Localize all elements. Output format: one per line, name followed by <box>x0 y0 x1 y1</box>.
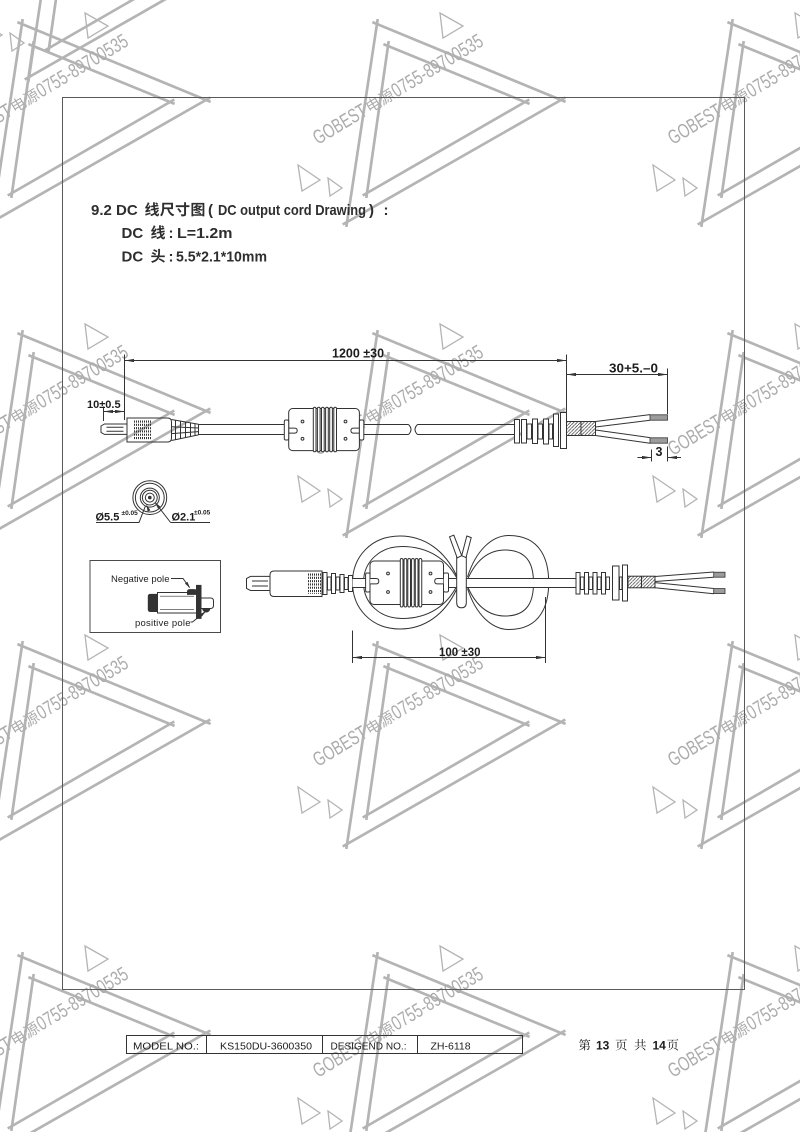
svg-text:L=1.2m: L=1.2m <box>177 225 233 242</box>
svg-text:5.5*2.1*10mm: 5.5*2.1*10mm <box>176 249 267 266</box>
svg-text:positive pole: positive pole <box>135 618 191 629</box>
svg-text:30+5.–0: 30+5.–0 <box>609 362 658 376</box>
svg-text:±0.05: ±0.05 <box>194 510 211 517</box>
svg-text:DESIGEND NO.:: DESIGEND NO.: <box>331 1041 407 1053</box>
svg-text:ZH-6118: ZH-6118 <box>431 1041 471 1053</box>
svg-text:DC: DC <box>122 249 144 266</box>
svg-text:DC output cord Drawing: DC output cord Drawing <box>218 202 366 219</box>
svg-text:Ø5.5: Ø5.5 <box>96 512 120 524</box>
svg-text::: : <box>169 249 174 266</box>
svg-text:(: ( <box>208 202 213 219</box>
svg-text:10±0.5: 10±0.5 <box>87 399 121 411</box>
svg-text:9.2 DC: 9.2 DC <box>91 202 138 219</box>
svg-text:Ø2.1: Ø2.1 <box>172 512 196 524</box>
svg-text:MODEL NO.:: MODEL NO.: <box>133 1041 199 1053</box>
svg-text:Negative pole: Negative pole <box>111 574 170 585</box>
svg-text:1200 ±30: 1200 ±30 <box>332 347 384 361</box>
svg-text:3: 3 <box>656 445 663 459</box>
svg-text:KS150DU-3600350: KS150DU-3600350 <box>220 1041 312 1053</box>
svg-text::: : <box>384 202 389 219</box>
svg-text::: : <box>169 225 174 242</box>
svg-text:100 ±30: 100 ±30 <box>439 647 481 659</box>
svg-text:): ) <box>369 202 374 219</box>
svg-text:13: 13 <box>596 1039 610 1053</box>
svg-text:14: 14 <box>653 1039 667 1053</box>
svg-text:DC: DC <box>122 225 144 242</box>
svg-text:±0.05: ±0.05 <box>122 510 139 517</box>
